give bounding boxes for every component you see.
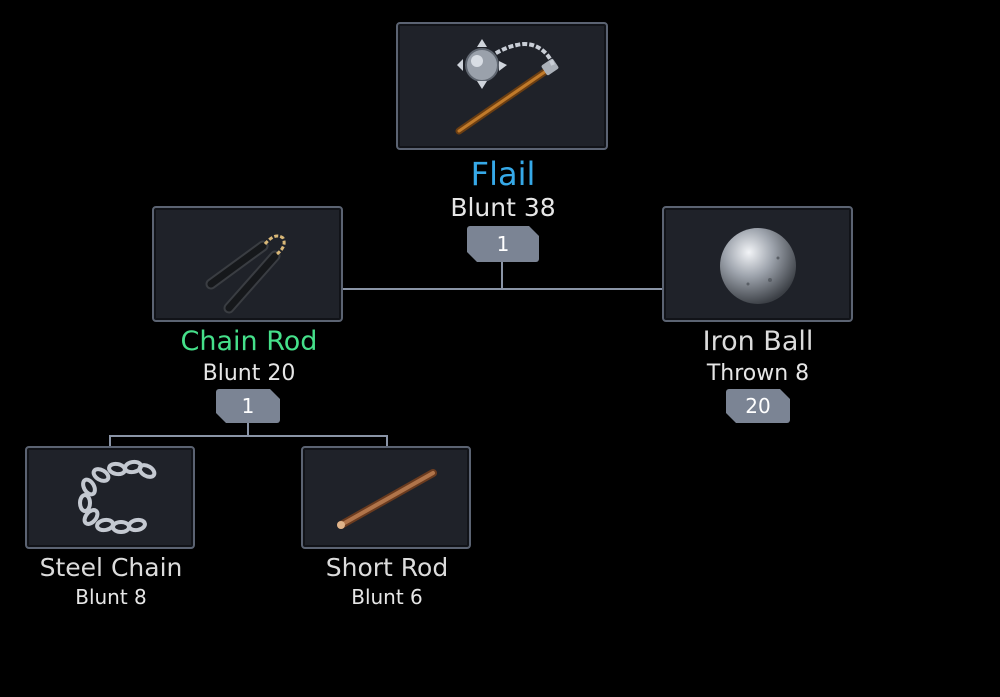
- flail-stat: Blunt 38: [450, 193, 556, 222]
- flail-icon: [455, 39, 559, 135]
- iron-ball-card[interactable]: [662, 206, 853, 322]
- chain-rod-stat: Blunt 20: [202, 361, 296, 386]
- iron-ball-name: Iron Ball: [702, 326, 814, 357]
- connector-bottom-horizontal: [109, 435, 388, 437]
- nunchaku-icon: [205, 234, 286, 314]
- connector-chainrod-down: [247, 421, 249, 436]
- steel-chain-name: Steel Chain: [39, 553, 183, 582]
- flail-qty-badge: 1: [467, 226, 539, 262]
- steel-chain-stat: Blunt 8: [75, 585, 147, 609]
- iron-ball-stat: Thrown 8: [706, 361, 810, 386]
- iron-ball-icon: [719, 228, 796, 304]
- chain-rod-name: Chain Rod: [180, 326, 318, 357]
- chain-rod-card[interactable]: [152, 206, 343, 322]
- connector-shortrod-up: [386, 435, 388, 448]
- connector-steelchain-up: [109, 435, 111, 448]
- chain-icon: [78, 459, 157, 534]
- chain-rod-qty-badge: 1: [216, 389, 280, 423]
- iron-ball-qty-badge: 20: [726, 389, 790, 423]
- steel-chain-card[interactable]: [25, 446, 195, 549]
- flail-name: Flail: [470, 155, 536, 193]
- short-rod-name: Short Rod: [325, 553, 449, 582]
- rod-icon: [337, 468, 437, 529]
- connector-flail-down: [501, 262, 503, 290]
- short-rod-card[interactable]: [301, 446, 471, 549]
- connector-top-horizontal: [342, 288, 664, 290]
- flail-card[interactable]: [396, 22, 608, 150]
- short-rod-stat: Blunt 6: [351, 585, 423, 609]
